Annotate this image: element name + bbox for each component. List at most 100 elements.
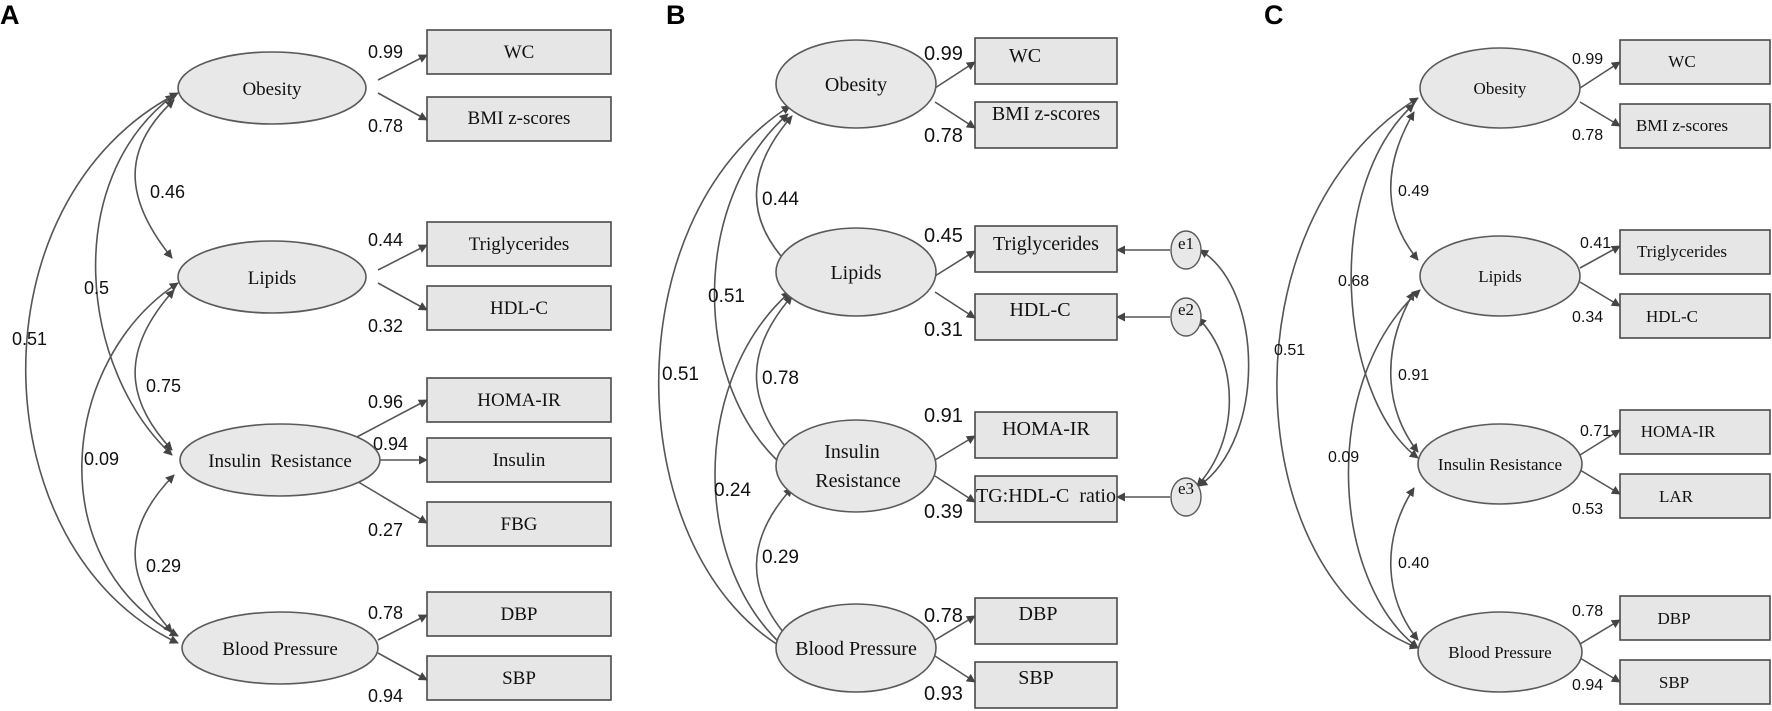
indicator-tg-b: [974, 225, 1118, 273]
loading-arrow-sbp-b: [934, 655, 976, 683]
loading-arrow-dbp-b: [934, 615, 976, 641]
loading-arrow-homa-b: [934, 435, 976, 461]
panel-label-c: C: [1264, 0, 1284, 30]
corr-label-obesity-lipids-b: 0.44: [762, 189, 799, 210]
loading-label-sbp-b: 0.93: [924, 683, 963, 705]
indicator-label-sbp-b: SBP: [1018, 667, 1054, 689]
indicator-tghdl-b: [974, 475, 1118, 523]
loading-label-lar-c: 0.53: [1572, 501, 1603, 518]
indicator-sbp-b: [974, 661, 1118, 709]
corr-obesity-lipids-b: [755, 115, 793, 267]
indicator-dbp-c: [1619, 595, 1771, 641]
corr-label-obesity-bp-b: 0.51: [662, 364, 699, 385]
corr-obesity-insulin-b: [713, 113, 789, 471]
loading-label-hdl-b: 0.31: [924, 319, 963, 341]
indicator-fbg-a: [426, 501, 612, 547]
loading-arrow-homa-c: [1579, 429, 1621, 456]
corr-lipids-bp-b: [714, 291, 791, 653]
latent-label-insulin-b-line2: Resistance: [815, 470, 901, 492]
corr-label-obesity-lipids-a: 0.46: [150, 182, 185, 202]
latent-insulin-a: [179, 423, 381, 497]
latent-obesity-b: [775, 39, 937, 129]
indicator-label-sbp-c: SBP: [1659, 673, 1689, 692]
latent-label-lipids-b: Lipids: [830, 262, 881, 284]
latent-label-lipids-a: Lipids: [248, 268, 297, 289]
loading-label-hdl-a: 0.32: [368, 316, 403, 336]
loading-arrow-homa-a: [354, 399, 428, 439]
corr-label-lipids-bp-b: 0.24: [714, 480, 751, 501]
indicator-label-bmi-b: BMI z-scores: [992, 103, 1101, 125]
indicator-tg-c: [1619, 229, 1771, 275]
loading-label-homa-b: 0.91: [924, 405, 963, 427]
residual-e3: [1170, 477, 1202, 517]
loading-arrow-wc-c: [1579, 61, 1621, 89]
indicator-bmi-c: [1619, 103, 1771, 149]
indicator-hdl-b: [974, 293, 1118, 341]
indicator-label-bmi-a: BMI z-scores: [468, 108, 571, 129]
indicator-label-dbp-b: DBP: [1019, 603, 1058, 625]
corr-lipids-insulin-b: [755, 295, 793, 453]
loading-label-sbp-c: 0.94: [1572, 677, 1603, 694]
loading-arrow-sbp-a: [377, 652, 428, 681]
latent-label-insulin-a: Insulin Resistance: [208, 451, 352, 472]
corr-lipids-bp-a: [81, 282, 179, 637]
latent-label-obesity-a: Obesity: [242, 79, 302, 100]
indicator-tg-a: [426, 221, 612, 267]
loading-label-tghdl-b: 0.39: [924, 501, 963, 523]
indicator-sbp-c: [1619, 659, 1771, 705]
loading-label-tg-b: 0.45: [924, 225, 963, 247]
loading-label-wc-a: 0.99: [368, 42, 403, 62]
indicator-dbp-a: [426, 591, 612, 637]
corr-label-lipids-insulin-b: 0.78: [762, 368, 799, 389]
corr-label-lipids-bp-c: 0.09: [1328, 449, 1359, 466]
latent-insulin-b: [775, 419, 937, 513]
corr-insulin-bp-a: [134, 474, 175, 633]
corr-label-obesity-insulin-a: 0.5: [84, 278, 109, 298]
corr-label-obesity-bp-a: 0.51: [12, 329, 47, 349]
panel-c: C 0.49 0.68 0.51 0.91 0.09 0.40 0.99 0.7…: [1264, 0, 1771, 705]
corr-lipids-bp-c: [1347, 289, 1421, 649]
indicator-label-sbp-a: SBP: [502, 668, 536, 689]
loading-arrow-tg-a: [377, 244, 428, 271]
indicator-label-bmi-c: BMI z-scores: [1636, 116, 1728, 135]
indicator-label-wc-b: WC: [1009, 45, 1041, 67]
corr-insulin-bp-b: [755, 487, 793, 641]
latent-lipids-b: [775, 227, 937, 317]
latent-bp-b: [775, 603, 937, 693]
indicator-label-hdl-a: HDL-C: [490, 298, 548, 319]
indicator-label-tg-a: Triglycerides: [469, 234, 570, 255]
indicator-wc-a: [426, 29, 612, 75]
latent-bp-a: [181, 611, 379, 685]
indicator-label-lar-c: LAR: [1659, 487, 1694, 506]
corr-insulin-bp-c: [1390, 487, 1419, 641]
loading-arrow-tg-b: [934, 250, 976, 277]
loading-label-wc-c: 0.99: [1572, 51, 1603, 68]
latent-obesity-a: [177, 51, 367, 125]
loading-label-homa-a: 0.96: [368, 392, 403, 412]
loading-arrow-hdl-a: [377, 282, 428, 311]
corr-obesity-insulin-c: [1350, 103, 1419, 459]
loading-label-sbp-a: 0.94: [368, 686, 403, 706]
indicator-hdl-c: [1619, 293, 1771, 339]
latent-insulin-c: [1417, 423, 1583, 505]
indicator-label-wc-a: WC: [504, 42, 535, 63]
loading-arrow-tghdl-b: [934, 475, 976, 503]
corr-label-obesity-lipids-c: 0.49: [1398, 183, 1429, 200]
indicator-label-tg-b: Triglycerides: [993, 233, 1099, 255]
indicator-label-homa-c: HOMA-IR: [1641, 422, 1716, 441]
corr-label-lipids-insulin-c: 0.91: [1398, 367, 1429, 384]
loading-label-tg-c: 0.41: [1580, 235, 1611, 252]
corr-label-obesity-insulin-c: 0.68: [1338, 273, 1369, 290]
resid-cov-e2-e3: [1196, 317, 1231, 487]
latent-label-bp-b: Blood Pressure: [795, 638, 917, 660]
loading-arrow-hdl-b: [934, 291, 976, 319]
loading-arrow-bmi-a: [377, 92, 428, 121]
corr-obesity-bp-c: [1276, 97, 1419, 650]
loading-label-fbg-a: 0.27: [368, 520, 403, 540]
loading-arrow-hdl-c: [1579, 281, 1621, 307]
corr-label-insulin-bp-b: 0.29: [762, 547, 799, 568]
loading-label-bmi-b: 0.78: [924, 125, 963, 147]
residual-e2: [1170, 297, 1202, 337]
indicator-label-hdl-c: HDL-C: [1646, 307, 1698, 326]
